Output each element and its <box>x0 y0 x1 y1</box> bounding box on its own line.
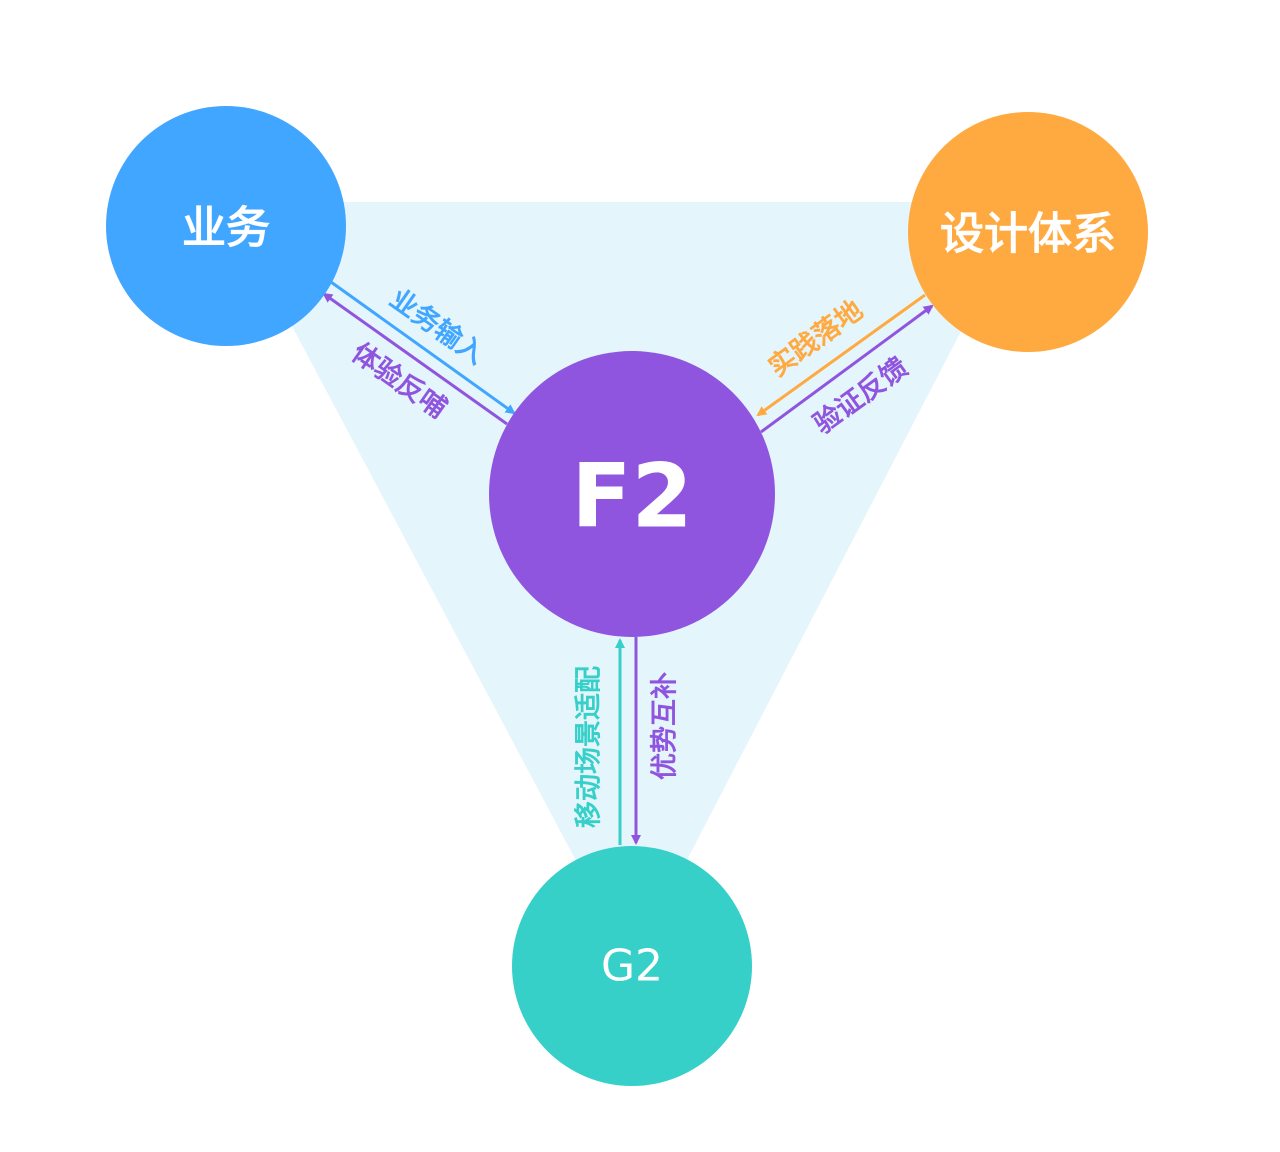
node-g2: G2 <box>512 846 752 1086</box>
node-g2-circle <box>512 846 752 1086</box>
node-design-system: 设计体系 <box>908 112 1148 352</box>
node-business: 业务 <box>106 106 346 346</box>
node-f2-label: F2 <box>571 445 692 548</box>
edge-label-mobile-adaptation: 移动场景适配 <box>574 666 605 828</box>
node-business-circle <box>106 106 346 346</box>
node-design-system-circle <box>908 112 1148 352</box>
node-f2: F2 <box>489 351 775 637</box>
edge-label-advantage-complement: 优势互补 <box>650 672 681 780</box>
edge-practice-landing <box>756 293 926 417</box>
node-g2-label: G2 <box>601 941 663 992</box>
edge-experience-feedback <box>322 292 508 426</box>
node-design-system-label: 设计体系 <box>940 209 1116 260</box>
node-business-label: 业务 <box>182 203 270 254</box>
edge-business-input <box>330 280 516 415</box>
node-f2-circle <box>489 351 775 637</box>
edge-verify-feedback <box>760 304 934 434</box>
